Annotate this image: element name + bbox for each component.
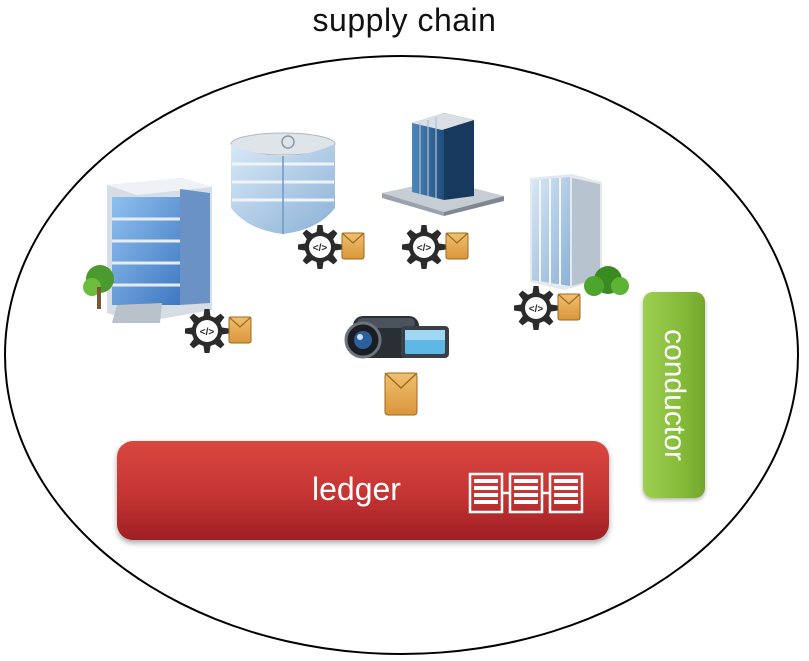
building-3-agent (402, 225, 472, 269)
envelope-icon (557, 293, 581, 321)
ledger-box: ledger (117, 441, 609, 540)
helipad-building-icon (230, 132, 336, 234)
office-tower-icon (382, 113, 504, 216)
camera-message (384, 372, 418, 416)
envelope-icon (228, 316, 252, 344)
building-1-agent (185, 309, 255, 353)
building-4-agent (514, 286, 584, 330)
diagram-title: supply chain (312, 2, 497, 38)
office-building-tree-icon (83, 178, 212, 323)
gear-code-icon (298, 225, 342, 269)
supply-chain-boundary (4, 55, 799, 655)
envelope-icon (384, 372, 418, 416)
camcorder-icon (344, 316, 449, 359)
building-2-agent (298, 225, 368, 269)
conductor-box: conductor (643, 292, 705, 498)
envelope-icon (445, 232, 469, 260)
gear-code-icon (514, 286, 558, 330)
envelope-icon (341, 232, 365, 260)
building-2 (228, 130, 338, 242)
building-3 (382, 108, 504, 216)
building-4 (522, 170, 632, 298)
ledger-label: ledger (312, 471, 401, 507)
gear-code-icon (402, 225, 446, 269)
conductor-label: conductor (658, 329, 691, 461)
blockchain-icon (468, 472, 584, 514)
camera (343, 304, 455, 370)
building-1 (82, 175, 222, 325)
gear-code-icon (185, 309, 229, 353)
skyscraper-bush-icon (530, 174, 629, 296)
